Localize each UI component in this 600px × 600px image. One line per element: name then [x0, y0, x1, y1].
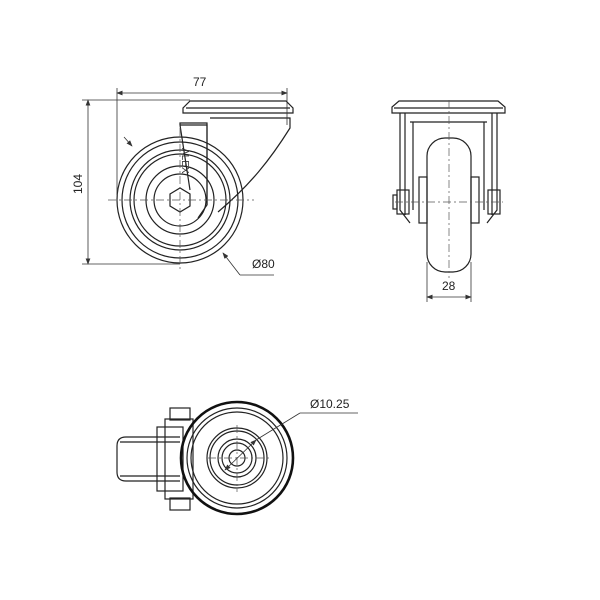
- dimension-diameter-80: Ø80: [123, 136, 275, 276]
- front-view: 28: [391, 100, 506, 302]
- logo-alex: ALEX: [179, 148, 190, 174]
- dim-wheel-diameter: Ø80: [252, 257, 275, 271]
- dimension-77: 77: [116, 75, 288, 195]
- dimension-104: 104: [71, 99, 190, 265]
- dimension-diameter-10-25: Ø10.25: [224, 397, 358, 471]
- dim-height-overall: 104: [71, 174, 85, 194]
- dim-wheel-width: 28: [442, 279, 456, 293]
- bolt-bottom: [169, 497, 191, 511]
- dimension-28: 28: [426, 262, 472, 302]
- dim-width-overall: 77: [193, 75, 207, 89]
- bolt-top: [169, 407, 191, 421]
- dim-bolt-hole-diameter: Ø10.25: [310, 397, 350, 411]
- fork-side: ALEX: [169, 100, 294, 219]
- bottom-view: Ø10.25: [116, 397, 358, 516]
- side-view: ALEX 77 104 Ø80: [71, 75, 294, 276]
